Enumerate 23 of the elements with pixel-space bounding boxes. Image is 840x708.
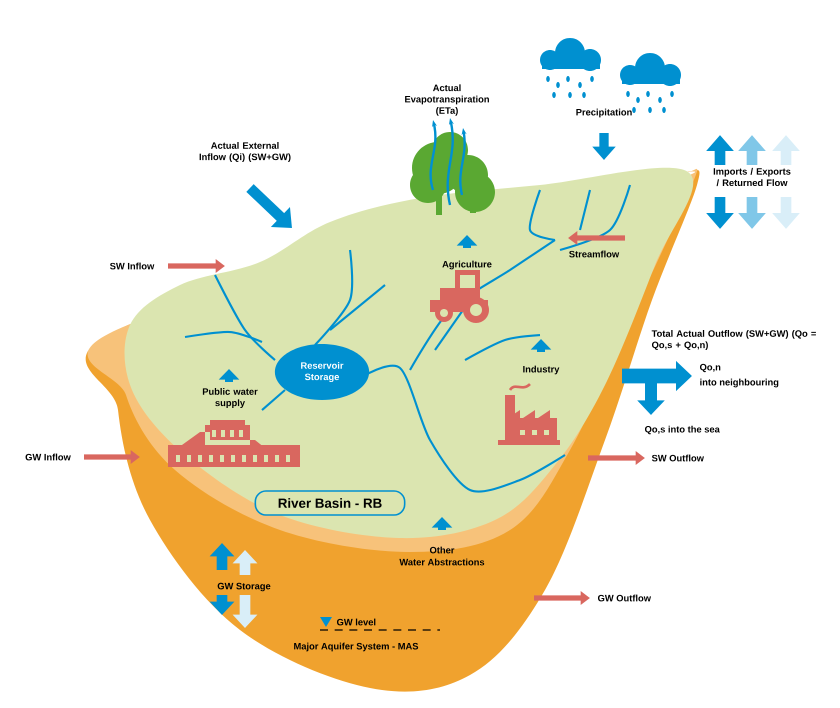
text-label: GW Outflow: [598, 594, 652, 602]
text-label: Water Abstractions: [399, 558, 484, 566]
text-label: Other: [430, 546, 454, 554]
text-label: Imports / Exports / Returned Flow: [714, 168, 791, 186]
text-label: Major Aquifer System - MAS: [294, 642, 418, 652]
text-label: Actual External Inflow (Qi) (SW+GW): [200, 142, 291, 162]
text-label: GW Storage: [218, 582, 270, 592]
text-label: Agriculture: [442, 260, 492, 270]
text-label: Public water supply: [202, 388, 258, 408]
label-box: River Basin - RB: [254, 490, 406, 516]
text-label: Precipitation: [576, 108, 632, 118]
text-label: Industry: [523, 366, 560, 374]
text-label: SW Outflow: [652, 454, 704, 462]
text-label: Qo,s into the sea: [644, 426, 720, 434]
text-label: GW level: [336, 618, 376, 626]
text-label: Actual Evapotranspiration (ETa): [405, 84, 489, 116]
reservoir-blob: Reservoir Storage: [274, 344, 370, 400]
text-label: SW Inflow: [110, 262, 154, 270]
text-label: GW Inflow: [26, 454, 71, 460]
text-label: into neighbouring: [700, 378, 778, 388]
text-label: Streamflow: [569, 250, 620, 258]
text-label: Total Actual Outflow (SW+GW) (Qo = Qo,s + Qo,n): [652, 330, 816, 350]
text-label: Qo,n: [700, 364, 720, 372]
